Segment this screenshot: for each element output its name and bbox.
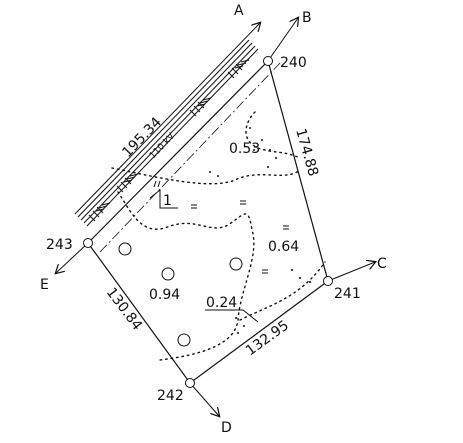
direction-label-b: B (302, 10, 312, 26)
point-markers (83, 56, 333, 388)
slope-label: 1 (163, 193, 172, 209)
direction-line-e (56, 242, 89, 273)
leader-line-024 (205, 309, 259, 323)
power-line (74, 23, 260, 227)
parcel-value-064: 0.64 (268, 239, 299, 255)
direction-line-b (267, 18, 298, 62)
parcel-boundary (87, 59, 329, 384)
point-label-242: 242 (157, 388, 184, 404)
direction-line-c (327, 262, 375, 282)
point-label-241: 241 (334, 286, 361, 302)
parcel-value-094: 0.94 (149, 287, 180, 303)
direction-line-d (189, 382, 219, 416)
dimension-right: 174.88 (292, 127, 321, 179)
parcel-value-053: 0.53 (229, 141, 260, 157)
meadow-symbols (153, 180, 289, 274)
point-label-243: 243 (46, 237, 73, 253)
parcel-value-024: 0.24 (206, 295, 237, 311)
vegetation-dots (209, 127, 311, 334)
point-label-240: 240 (280, 55, 307, 71)
direction-label-a: A (234, 3, 244, 19)
setback-line (99, 62, 281, 253)
direction-label-c: C (377, 256, 387, 272)
power-line-hatches (88, 59, 250, 222)
direction-label-e: E (40, 277, 49, 293)
slope-indicator (149, 188, 178, 209)
tree-markers (118, 242, 243, 347)
direction-label-d: D (221, 420, 232, 436)
